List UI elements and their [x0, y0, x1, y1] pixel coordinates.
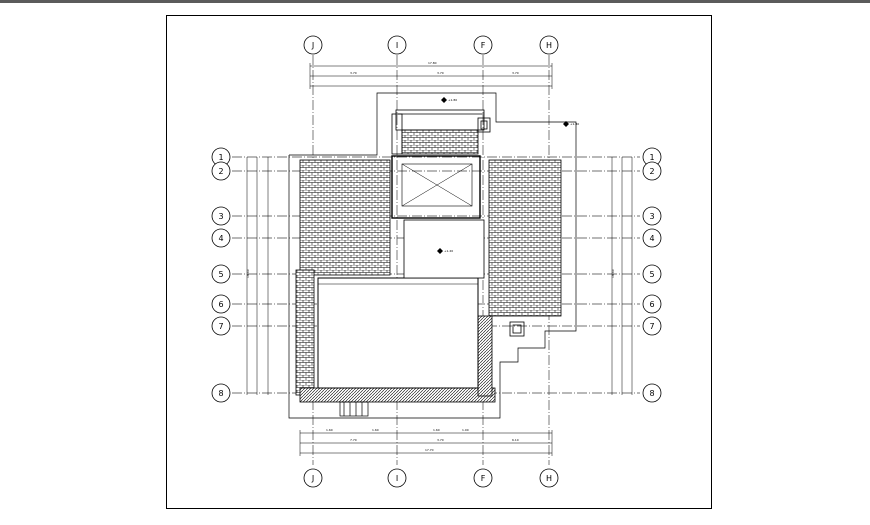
svg-text:3: 3: [218, 212, 223, 221]
svg-text:1: 1: [218, 153, 223, 162]
grid-bubble-row-right-5: 6: [642, 294, 662, 314]
dim-bottom-1: 1.60: [372, 428, 379, 432]
svg-text:4: 4: [218, 234, 223, 243]
dim-bottom-overall: 17.70: [425, 448, 434, 452]
svg-text:7: 7: [218, 322, 223, 331]
grid-bubble-row-right-6: 7: [642, 316, 662, 336]
roof-tiles-left-lower: [295, 269, 315, 396]
grid-bubble-row-left-2: 3: [211, 206, 231, 226]
column-bubbles-bottom: J I F H: [303, 468, 559, 488]
grid-bubble-col-top-3: H: [539, 35, 559, 55]
top-stair: [391, 109, 491, 155]
flat-roof-area: [317, 277, 479, 389]
svg-text:H: H: [546, 474, 552, 483]
dim-bottom-3: 1.00: [462, 428, 469, 432]
dim-right-overall: 18.40: [611, 269, 615, 278]
level-markers: +1.80 +1.80 +1.20: [437, 97, 579, 254]
grid-bubble-row-right-3: 4: [642, 228, 662, 248]
dim-left-overall: 18.40: [246, 269, 250, 278]
level-marker-2: +1.80: [570, 122, 579, 126]
svg-text:8: 8: [649, 389, 654, 398]
row-bubbles-right: 1 2 3 4 5 6 7 8: [642, 147, 662, 403]
grid-bubble-col-bottom-2: F: [473, 468, 493, 488]
svg-text:8: 8: [218, 389, 223, 398]
dim-bottom-overall-0: 7.70: [350, 438, 357, 442]
svg-text:7: 7: [649, 322, 654, 331]
roof-outline: [288, 92, 577, 419]
svg-text:4: 4: [649, 234, 654, 243]
svg-text:5: 5: [649, 270, 654, 279]
dim-top-0: 3.70: [350, 71, 357, 75]
svg-text:J: J: [311, 474, 314, 483]
column-bubbles-top: J I F H: [303, 35, 559, 55]
grid-bubble-row-left-5: 6: [211, 294, 231, 314]
svg-text:1: 1: [649, 153, 654, 162]
svg-text:F: F: [481, 41, 486, 50]
roof-tiles-left: [299, 159, 391, 276]
flat-roof-upper: [403, 219, 485, 279]
wall-hatch-bottom: [299, 387, 496, 403]
dim-top-1: 3.70: [437, 71, 444, 75]
grid-bubble-row-left-6: 7: [211, 316, 231, 336]
dim-bottom-overall-2: 6.10: [512, 438, 519, 442]
grid-bubble-col-top-2: F: [473, 35, 493, 55]
dim-bottom-overall-1: 3.70: [437, 438, 444, 442]
grid-bubble-row-left-1: 2: [211, 161, 231, 181]
dim-top-2: 3.70: [512, 71, 519, 75]
svg-text:I: I: [396, 474, 398, 483]
dimension-lines-right: [611, 157, 633, 395]
grid-bubble-row-right-1: 2: [642, 161, 662, 181]
svg-text:5: 5: [218, 270, 223, 279]
bottom-stair: [339, 401, 369, 417]
grid-bubble-row-right-4: 5: [642, 264, 662, 284]
svg-text:H: H: [546, 41, 552, 50]
grid-bubble-row-left-7: 8: [211, 383, 231, 403]
wall-hatch-right: [477, 315, 493, 397]
roof-tiles-top: [401, 129, 479, 155]
grid-bubble-col-top-1: I: [387, 35, 407, 55]
svg-text:F: F: [481, 474, 486, 483]
dim-bottom-2: 1.60: [433, 428, 440, 432]
grid-bubble-col-bottom-1: I: [387, 468, 407, 488]
grid-bubble-col-top-0: J: [303, 35, 323, 55]
svg-text:2: 2: [218, 167, 223, 176]
grid-bubble-col-bottom-0: J: [303, 468, 323, 488]
shaft-box: [391, 155, 481, 219]
level-marker-1: +1.80: [448, 98, 457, 102]
dimension-lines-left: [246, 157, 269, 395]
svg-text:6: 6: [218, 300, 223, 309]
svg-text:I: I: [396, 41, 398, 50]
top-window-bar: [0, 0, 870, 3]
svg-text:6: 6: [649, 300, 654, 309]
grid-bubble-row-right-2: 3: [642, 206, 662, 226]
grid-bubble-row-left-4: 5: [211, 264, 231, 284]
grid-bubble-col-bottom-3: H: [539, 468, 559, 488]
dim-bottom-0: 1.60: [326, 428, 333, 432]
dim-top-overall: 17.80: [428, 61, 437, 65]
level-marker-3: +1.20: [444, 249, 453, 253]
grid-bubble-row-right-0: 1: [642, 147, 662, 167]
svg-text:3: 3: [649, 212, 654, 221]
row-bubbles-left: 1 2 3 4 5 6 7 8: [211, 147, 231, 403]
svg-text:2: 2: [649, 167, 654, 176]
grid-bubble-row-right-7: 8: [642, 383, 662, 403]
dimension-lines-top: [309, 63, 553, 89]
roof-tiles-right: [488, 159, 562, 317]
dimension-lines-bottom: [299, 430, 553, 456]
right-vent-box: [509, 321, 525, 337]
grid-bubble-row-left-3: 4: [211, 228, 231, 248]
svg-text:J: J: [311, 41, 314, 50]
